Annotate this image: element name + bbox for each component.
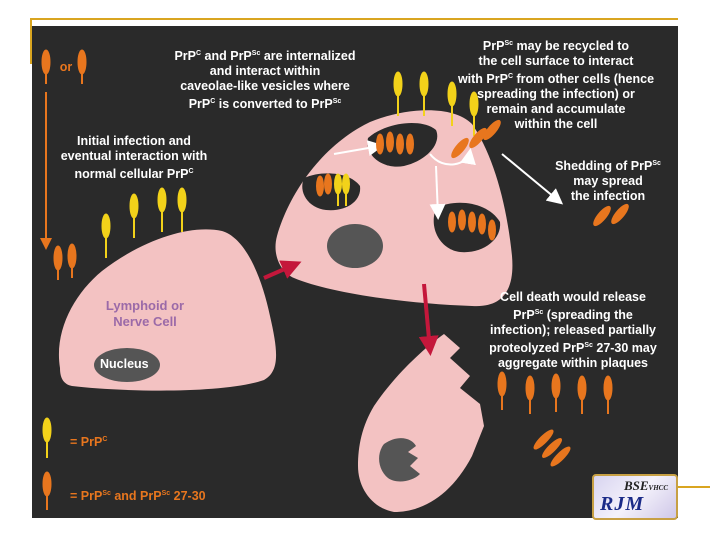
prpsc-molecule [478,213,486,235]
prpc-molecules [42,71,479,458]
accent-line-top [30,18,678,20]
prpsc-molecule [458,209,466,231]
arrow-shedding [501,153,564,205]
label-cell-death: Cell death would release PrPSc (spreadin… [489,290,657,371]
prpc-molecule [342,173,350,206]
prpsc-legend-molecule [42,471,52,510]
prpsc-molecule [324,173,332,195]
prpsc-molecule [451,137,469,159]
prpsc-molecule [483,119,501,141]
bse-rjm-logo: BSEVHCC RJM [592,474,678,520]
prpsc-molecule [469,127,487,149]
prpc-molecule [157,187,167,232]
legend-prpc-text: = PrPC [70,435,108,450]
prpsc-molecule [53,245,63,280]
prpsc-molecule [488,219,496,241]
legend-prpsc-text: = PrPSc and PrPSc 27-30 [70,489,206,504]
prpsc-molecule [611,203,629,225]
prpsc-molecule [316,175,324,197]
prpsc-molecule [386,131,394,153]
label-nucleus: Nucleus [100,357,149,371]
prpsc-molecule [551,373,561,412]
prpsc-molecule [67,243,77,278]
prpc-molecule [419,71,429,116]
label-cell: Lymphoid or Nerve Cell [105,298,185,329]
prpsc-molecule [396,133,404,155]
accent-line-left [30,18,32,64]
prpsc-molecule [497,371,507,410]
prpc-molecule [129,193,139,238]
label-internalized: PrPC and PrPSc are internalized and inte… [174,49,356,112]
prpc-molecule [469,91,479,136]
arrow-to-cell-surface [333,140,384,156]
nucleus-shape [94,348,160,382]
prpsc-molecule [593,205,611,227]
prpsc-molecule [406,133,414,155]
prpc-molecule [334,173,342,206]
prpc-molecule [101,213,111,258]
logo-top: BSE [623,478,649,493]
dying-cell [358,334,484,512]
prpc-molecule [393,71,403,116]
prpsc-molecule [577,375,587,414]
diagram-canvas [40,49,629,512]
prpsc-plaque [533,429,571,467]
prpsc-molecules [41,49,629,510]
arrow-cell-death [418,283,439,356]
arrow-recycle [429,148,476,166]
prpsc-molecule [448,211,456,233]
diagram-panel: or PrPC and PrPSc are internalized and i… [32,26,678,520]
prpsc-molecule [525,375,535,414]
prpsc-molecule [468,211,476,233]
arrow-infection-to-cell2 [263,260,302,280]
prpc-molecule [177,187,187,232]
prpc-legend-molecule [42,417,52,458]
logo-rjm-text: RJM [600,493,645,515]
prpsc-molecule [41,49,51,84]
label-or: or [59,60,73,74]
dying-cell-nucleus [379,438,420,482]
prpc-molecule [447,81,457,126]
prpsc-molecule [376,133,384,155]
accent-line-bottom-right [676,486,710,488]
prpsc-molecule [77,49,87,84]
label-shedding: Shedding of PrPSc may spread the infecti… [555,159,661,204]
arrow-to-vesicle-lower [429,165,446,220]
prpsc-molecule [603,375,613,414]
infected-cell-nucleus [327,224,383,268]
label-recycled: PrPSc may be recycled to the cell surfac… [457,39,655,132]
label-initial-infection: Initial infection and eventual interacti… [60,134,208,182]
logo-top-sub: VHCC [648,484,668,492]
logo-bse-text: BSEVHCC [624,478,668,494]
